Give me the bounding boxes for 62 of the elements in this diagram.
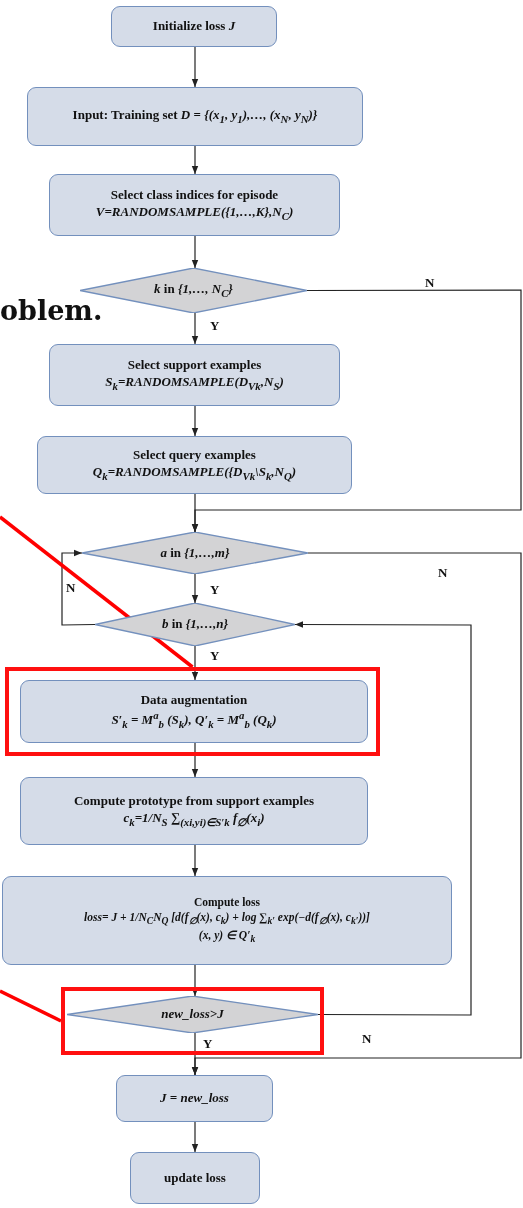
leader-line [0, 515, 194, 669]
arrow [191, 1032, 199, 1076]
node-label: new_loss>J [160, 1006, 225, 1023]
arrow [191, 312, 199, 345]
decision-diamond [67, 996, 318, 1033]
box-heading: Select class indices for episode [109, 187, 280, 205]
node-label: Input: Training set D = {(x$_{1}$, y$_{1}$),…, (x$_{N}$, y$_{N}$)} [71, 107, 319, 126]
node-label: J = new_loss [159, 1090, 230, 1107]
arrow [191, 645, 199, 681]
arrow [191, 742, 199, 778]
process-box [130, 1152, 260, 1204]
arrow [191, 405, 199, 437]
box-heading: Compute prototype from support examples [73, 793, 315, 811]
highlight-frame [5, 667, 380, 756]
decision-diamond [82, 532, 308, 574]
formula-text: Q$_{k}$=RANDOMSAMPLE({D$_{Vk}$\S$_{k}$,N$_{Q}$) [91, 464, 298, 483]
box-heading: Compute loss [192, 895, 262, 911]
decision-diamond [95, 603, 295, 646]
process-box [37, 436, 352, 494]
arrow [191, 844, 199, 877]
arrow [191, 235, 199, 269]
node-label: k in {1,…, N$_{C}$} [153, 281, 234, 300]
process-box [20, 777, 368, 845]
process-box [20, 680, 368, 743]
process-box [49, 344, 340, 406]
arrow [191, 145, 199, 175]
highlight-frame [61, 987, 324, 1055]
formula-text: S′$_{k}$ = M$^{a}$$_{b}$ (S$_{k}$), Q′$_{k}$ = M$^{a}$$_{b}$ (Q$_{k}$) [110, 708, 278, 732]
process-box [27, 87, 363, 146]
arrow [191, 964, 199, 997]
edge-label: Y [210, 648, 220, 664]
process-box [111, 6, 277, 47]
process-box [2, 876, 452, 965]
box-heading: Select support examples [126, 357, 263, 375]
edge-label: N [438, 565, 448, 581]
leader-line [0, 989, 62, 1023]
arrow [191, 46, 199, 88]
arrow [191, 289, 522, 533]
formula-text: c$_{k}$=1/N$_{S}$ ∑$_{(xi,yi)∈S′k}$ f$_{∅}$(x$_{i}$) [122, 810, 266, 829]
edge-label: N [425, 275, 435, 291]
edge-label: Y [210, 318, 220, 334]
arrow [294, 621, 472, 1016]
box-heading: Data augmentation [139, 691, 249, 709]
formula-text: (x, y) ∈ Q′$_{k}$ [197, 927, 257, 946]
formula-text: loss= J + 1/N$_{C}$N$_{Q}$ [d(f$_{∅}$(x), c$_{k}$) + log ∑$_{k′}$ exp(−d(f$_{∅}$(x), c$_{k′}$))] [83, 910, 371, 928]
arrow [191, 573, 199, 604]
edge-label: Y [203, 1036, 213, 1052]
process-box [49, 174, 340, 236]
arrow [61, 549, 96, 626]
node-label: b in {1,…,n} [160, 616, 230, 633]
node-label: Initialize loss J [151, 18, 237, 35]
edge-label: N [66, 580, 76, 596]
box-heading: Select query examples [132, 447, 257, 465]
arrow [191, 1121, 199, 1153]
formula-text: V=RANDOMSAMPLE({1,…,K},N$_{C}$) [94, 204, 295, 223]
cropped-heading-text: oblem. [0, 295, 103, 326]
process-box [116, 1075, 273, 1122]
node-label: update loss [163, 1169, 227, 1187]
edge-label: Y [210, 582, 220, 598]
edge-label: N [362, 1031, 372, 1047]
node-label: a in {1,…,m} [159, 544, 231, 562]
formula-text: S$_{k}$=RANDOMSAMPLE(D$_{Vk}$,N$_{S}$) [104, 374, 285, 393]
